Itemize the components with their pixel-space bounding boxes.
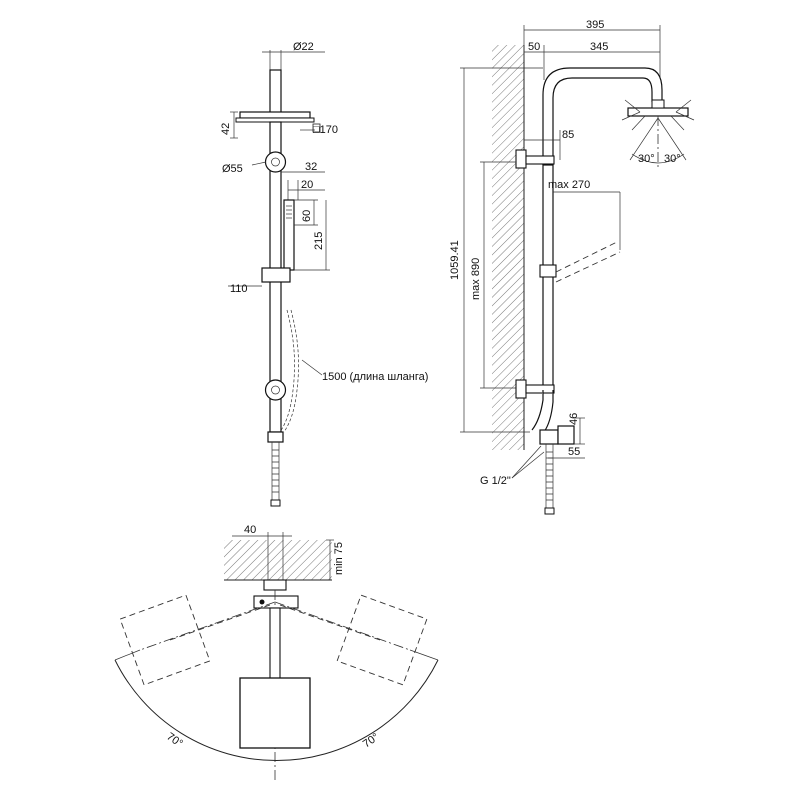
- dim-mixer-46: 46: [568, 413, 580, 425]
- dim-total-reach: 395: [586, 19, 604, 31]
- shower-arm-side: [552, 77, 653, 165]
- dim-handle-32: 32: [305, 161, 317, 173]
- dim-handle-60: 60: [301, 210, 313, 222]
- rotation-arc: [114, 659, 439, 762]
- dim-top-40: 40: [244, 524, 256, 536]
- dim-wall-offset: 50: [528, 41, 540, 53]
- dim-handle-20: 20: [301, 179, 313, 191]
- dim-head-height: 42: [220, 123, 232, 135]
- upper-mount-side: [525, 155, 555, 165]
- hose-front: [283, 309, 299, 433]
- dim-arm-length: 345: [590, 41, 608, 53]
- dim-bracket-85: 85: [562, 129, 574, 141]
- head-top: [239, 677, 311, 749]
- dim-pipe-diameter: Ø22: [293, 41, 314, 53]
- top-view: 40 min 75 70° 70°: [114, 524, 439, 782]
- lower-bracket-front: [264, 379, 287, 401]
- slide-holder-front: [261, 267, 291, 283]
- dim-head-size: □170: [313, 124, 338, 136]
- mixer-side: [539, 429, 559, 445]
- dim-slide-max: max 270: [548, 179, 590, 191]
- upper-bracket-front: [264, 151, 287, 173]
- dim-min75: min 75: [333, 542, 345, 575]
- dim-mixer-55: 55: [568, 446, 580, 458]
- slide-holder-side: [539, 264, 557, 278]
- front-view: Ø22 42 □170 Ø55 32 20: [220, 41, 428, 507]
- dim-hose-length: 1500 (длина шланга): [322, 371, 428, 383]
- dim-holder: 110: [230, 283, 248, 295]
- dim-bracket-diameter: Ø55: [222, 163, 243, 175]
- wall-hatch-top: [224, 540, 332, 580]
- hand-shower-front: [283, 199, 295, 271]
- spray-indicator: [621, 99, 695, 131]
- side-view: 395 50 345 30° 30° 85: [449, 19, 695, 515]
- dim-bar-max: max 890: [470, 258, 482, 300]
- dim-total-height: 1059.41: [449, 240, 461, 280]
- shower-head-front: [239, 111, 311, 119]
- lower-mount-side: [525, 384, 555, 394]
- angle-right-30: 30°: [664, 153, 681, 165]
- dim-handle-length: 215: [313, 232, 325, 250]
- label-thread: G 1/2": [480, 475, 511, 487]
- angle-top-right: 70°: [361, 731, 382, 750]
- angle-left-30: 30°: [638, 153, 655, 165]
